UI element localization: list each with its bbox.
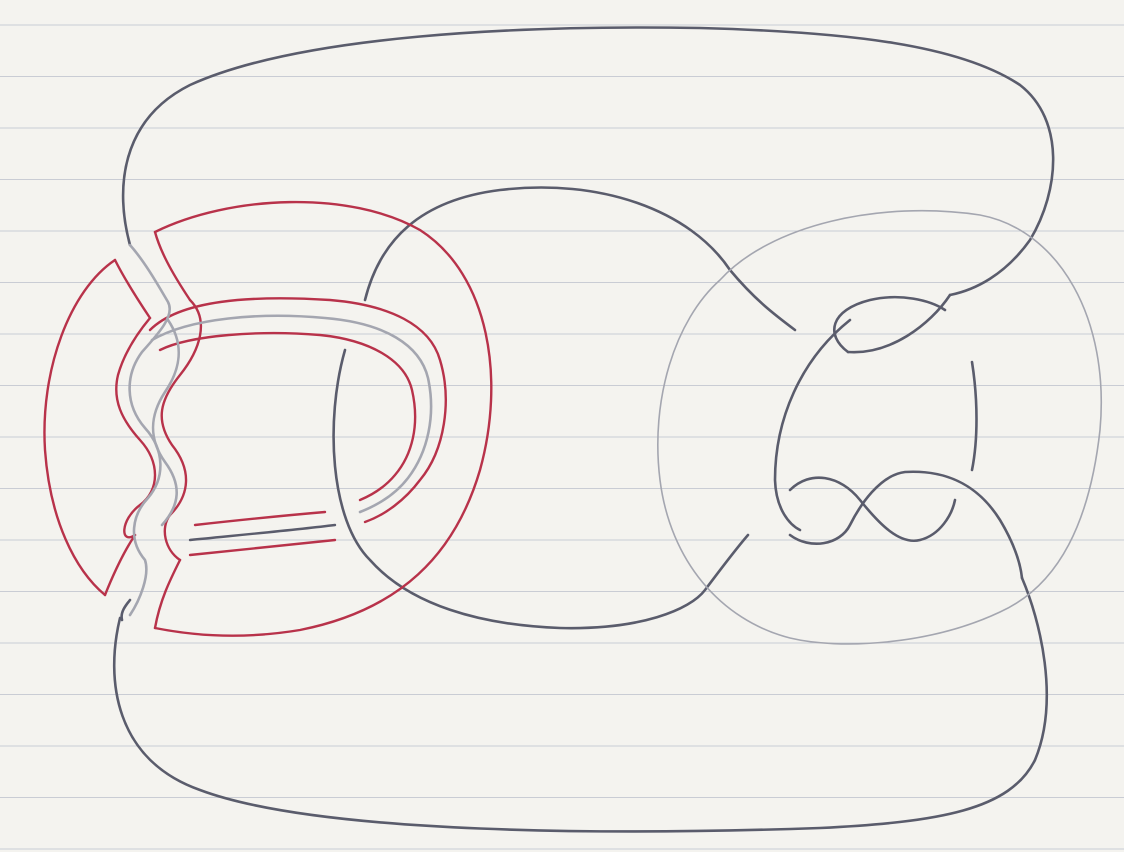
sketch-canvas [0,0,1124,852]
